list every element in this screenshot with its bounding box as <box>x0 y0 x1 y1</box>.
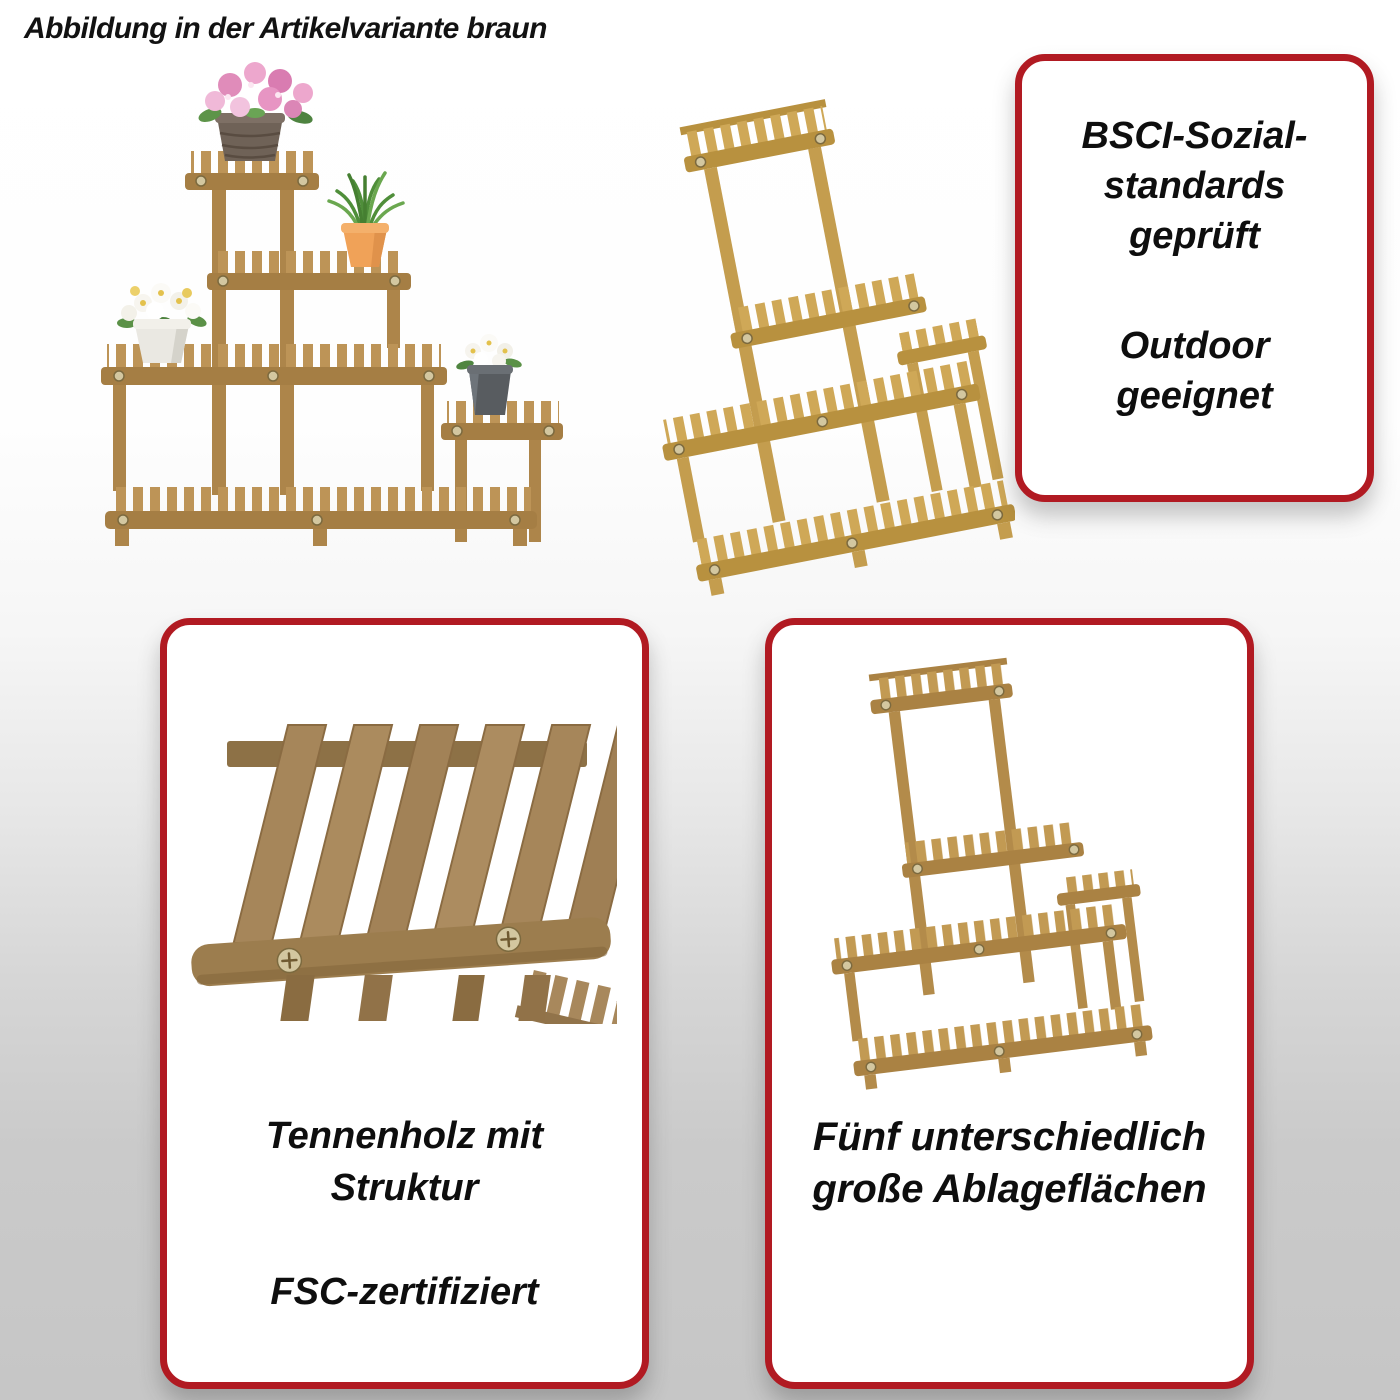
badge-shelves: Fünf unterschiedlich große Ablageflächen <box>765 618 1254 1389</box>
slats <box>232 724 617 944</box>
flower-pot-gray <box>456 334 522 415</box>
badge-line: FSC-zertifiziert <box>270 1271 539 1313</box>
photo-plant-stand-angled-small <box>831 657 1153 1090</box>
photo-plant-stand-front-with-plants <box>101 62 563 546</box>
photo-wood-slats-closeup <box>191 724 617 1024</box>
badge-line: standards <box>1103 165 1286 207</box>
badge-material-text: Tennenholz mit Struktur FSC-zertifiziert <box>167 1110 642 1318</box>
legs <box>280 975 551 1021</box>
badge-shelves-text: Fünf unterschiedlich große Ablageflächen <box>772 1111 1247 1215</box>
badge-line: Tennenholz mit <box>265 1115 544 1157</box>
badge-line: Fünf unterschiedlich <box>812 1115 1207 1159</box>
badge-line: Outdoor <box>1119 325 1270 367</box>
page-title: Abbildung in der Artikelvariante braun <box>24 12 547 45</box>
badge-line: geprüft <box>1129 215 1260 257</box>
badge-line: geeignet <box>1116 375 1273 417</box>
flower-pot-pink-basket <box>198 62 313 161</box>
stand-frame <box>831 657 1153 1090</box>
flower-pot-grass <box>327 171 405 267</box>
photo-plant-stand-angled-empty <box>662 99 1015 596</box>
badge-line: große Ablageflächen <box>812 1167 1207 1211</box>
badge-line: Struktur <box>330 1167 479 1209</box>
badge-bsci-text: BSCI-Sozial- standards geprüft Outdoor g… <box>1022 111 1367 421</box>
badge-line: BSCI-Sozial- <box>1081 115 1308 157</box>
flower-pot-white <box>117 283 207 363</box>
stand-frame <box>101 151 563 546</box>
stand-frame <box>662 99 1015 596</box>
badge-material: Tennenholz mit Struktur FSC-zertifiziert <box>160 618 649 1389</box>
badge-bsci-outdoor: BSCI-Sozial- standards geprüft Outdoor g… <box>1015 54 1374 502</box>
